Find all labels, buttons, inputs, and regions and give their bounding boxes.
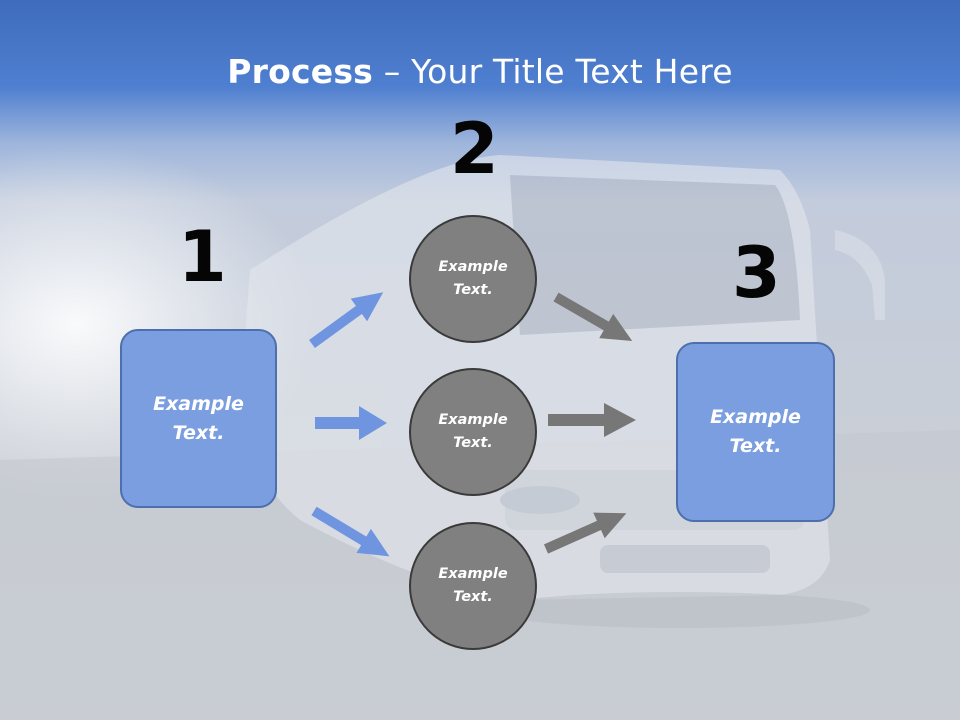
circle-text-line: Example: [438, 566, 508, 582]
step-2-circle-middle: Example Text.: [409, 368, 537, 496]
arrow-right-icon: [315, 406, 387, 440]
arrow-right-icon: [548, 403, 636, 437]
arrow-down-right-icon: [311, 506, 390, 557]
circle-text-line: Example: [438, 412, 508, 428]
slide-title: Process – Your Title Text Here: [0, 52, 960, 91]
step-2-circle-bottom: Example Text.: [409, 522, 537, 650]
step-number-2: 2: [450, 108, 499, 190]
box-text-line: Text.: [172, 421, 225, 444]
step-1-box: Example Text.: [120, 329, 277, 508]
circle-text-line: Text.: [453, 282, 493, 298]
box-text-line: Example: [153, 392, 244, 415]
circle-text-line: Text.: [453, 589, 493, 605]
arrow-up-right-icon: [309, 292, 384, 349]
step-number-1: 1: [178, 216, 227, 298]
arrow-down-right-icon: [553, 292, 633, 341]
gray-arrows: [543, 292, 636, 554]
step-3-box-text: Example Text.: [710, 403, 801, 461]
box-text-line: Example: [710, 406, 801, 428]
blue-arrows: [309, 292, 390, 557]
arrow-up-right-icon: [543, 512, 627, 554]
step-3-box: Example Text.: [676, 342, 835, 522]
circle-text-line: Text.: [453, 435, 493, 451]
step-number-3: 3: [732, 232, 781, 314]
circle-text-line: Example: [438, 259, 508, 275]
step-2-circle-top: Example Text.: [409, 215, 537, 343]
box-text-line: Text.: [729, 435, 782, 457]
step-1-box-text: Example Text.: [153, 390, 244, 448]
title-bold-part: Process: [227, 52, 374, 91]
title-rest: – Your Title Text Here: [373, 52, 733, 91]
